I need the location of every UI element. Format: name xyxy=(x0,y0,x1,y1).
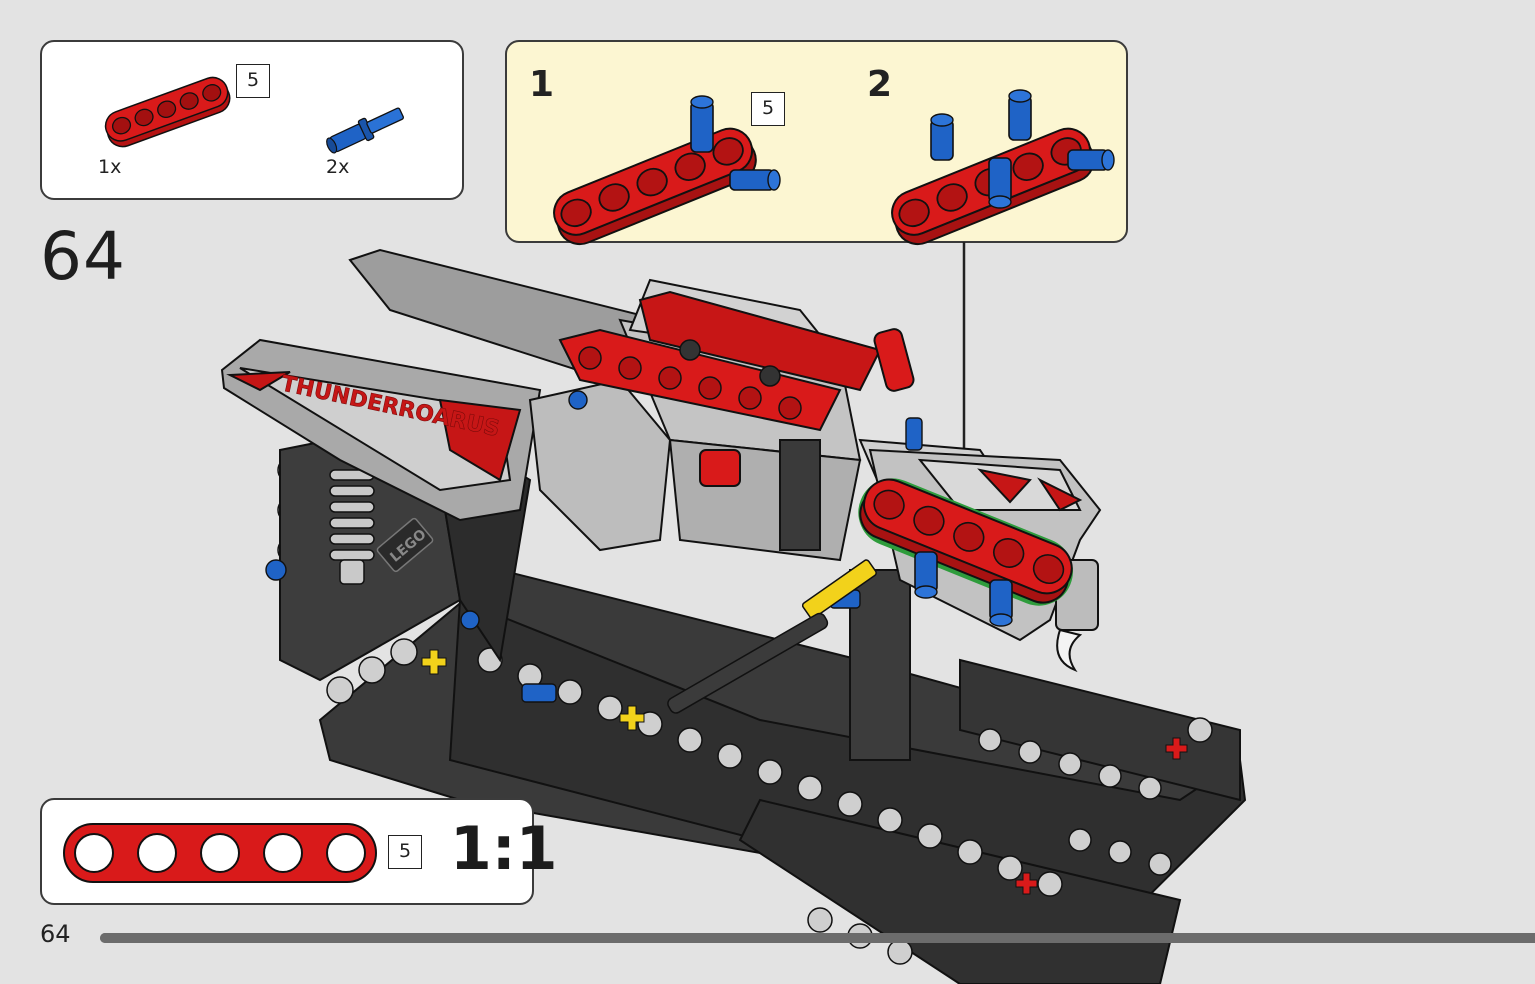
yellow-axle xyxy=(801,559,877,620)
substep-number: 2 xyxy=(867,64,893,105)
blue-axle-pin-icon xyxy=(326,107,404,154)
step-number: 64 xyxy=(40,218,126,295)
page-number: 64 xyxy=(40,920,71,948)
sub-step-1-assembly-illustration xyxy=(553,95,781,246)
part-length-box: 5 xyxy=(236,64,270,98)
ruler-panel: 5 xyxy=(40,798,534,905)
red-beam-5-icon xyxy=(63,823,377,883)
scale-label: 1:1 xyxy=(450,814,558,884)
lego-logo-icon xyxy=(376,517,434,573)
part-length-box: 5 xyxy=(751,92,785,126)
parts-list-panel: 5 1x 2x xyxy=(40,40,464,200)
progress-fill xyxy=(100,933,1535,943)
sub-step-2-assembly-illustration xyxy=(891,89,1115,246)
part-length-box: 5 xyxy=(388,835,422,869)
model-assembly-illustration: THUNDERROARUS LEGO xyxy=(220,248,1247,984)
substep-number: 1 xyxy=(529,64,555,105)
part-quantity: 1x xyxy=(98,156,122,178)
progress-bar xyxy=(100,933,1535,943)
sub-assembly-panel: 1 5 2 xyxy=(505,40,1128,246)
part-quantity: 2x xyxy=(326,156,350,178)
red-beam-5-icon xyxy=(104,76,231,148)
